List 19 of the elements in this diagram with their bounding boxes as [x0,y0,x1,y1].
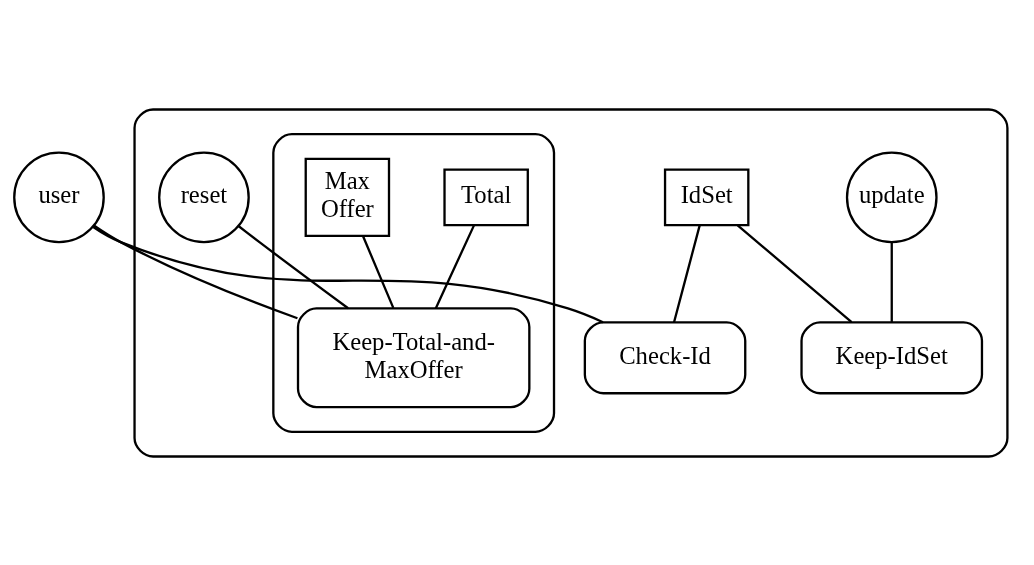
node-circle: reset [158,151,250,243]
connector [92,225,604,323]
node-box: IdSet [663,168,750,226]
connector [362,235,395,308]
cluster [133,107,1009,458]
node-box: Keep-IdSet [800,320,984,394]
connector [736,223,853,323]
node-circle: user [13,151,105,243]
cluster [272,132,556,433]
connector [237,224,349,309]
connector [93,224,298,319]
connector [672,224,701,323]
node-box: Keep-Total-and- MaxOffer [296,306,531,408]
node-circle: update [845,151,938,243]
node-box: Total [443,168,529,226]
node-box: Max Offer [304,157,391,237]
node-box: Check-Id [583,320,747,394]
connector [434,224,475,309]
connector [890,241,893,322]
